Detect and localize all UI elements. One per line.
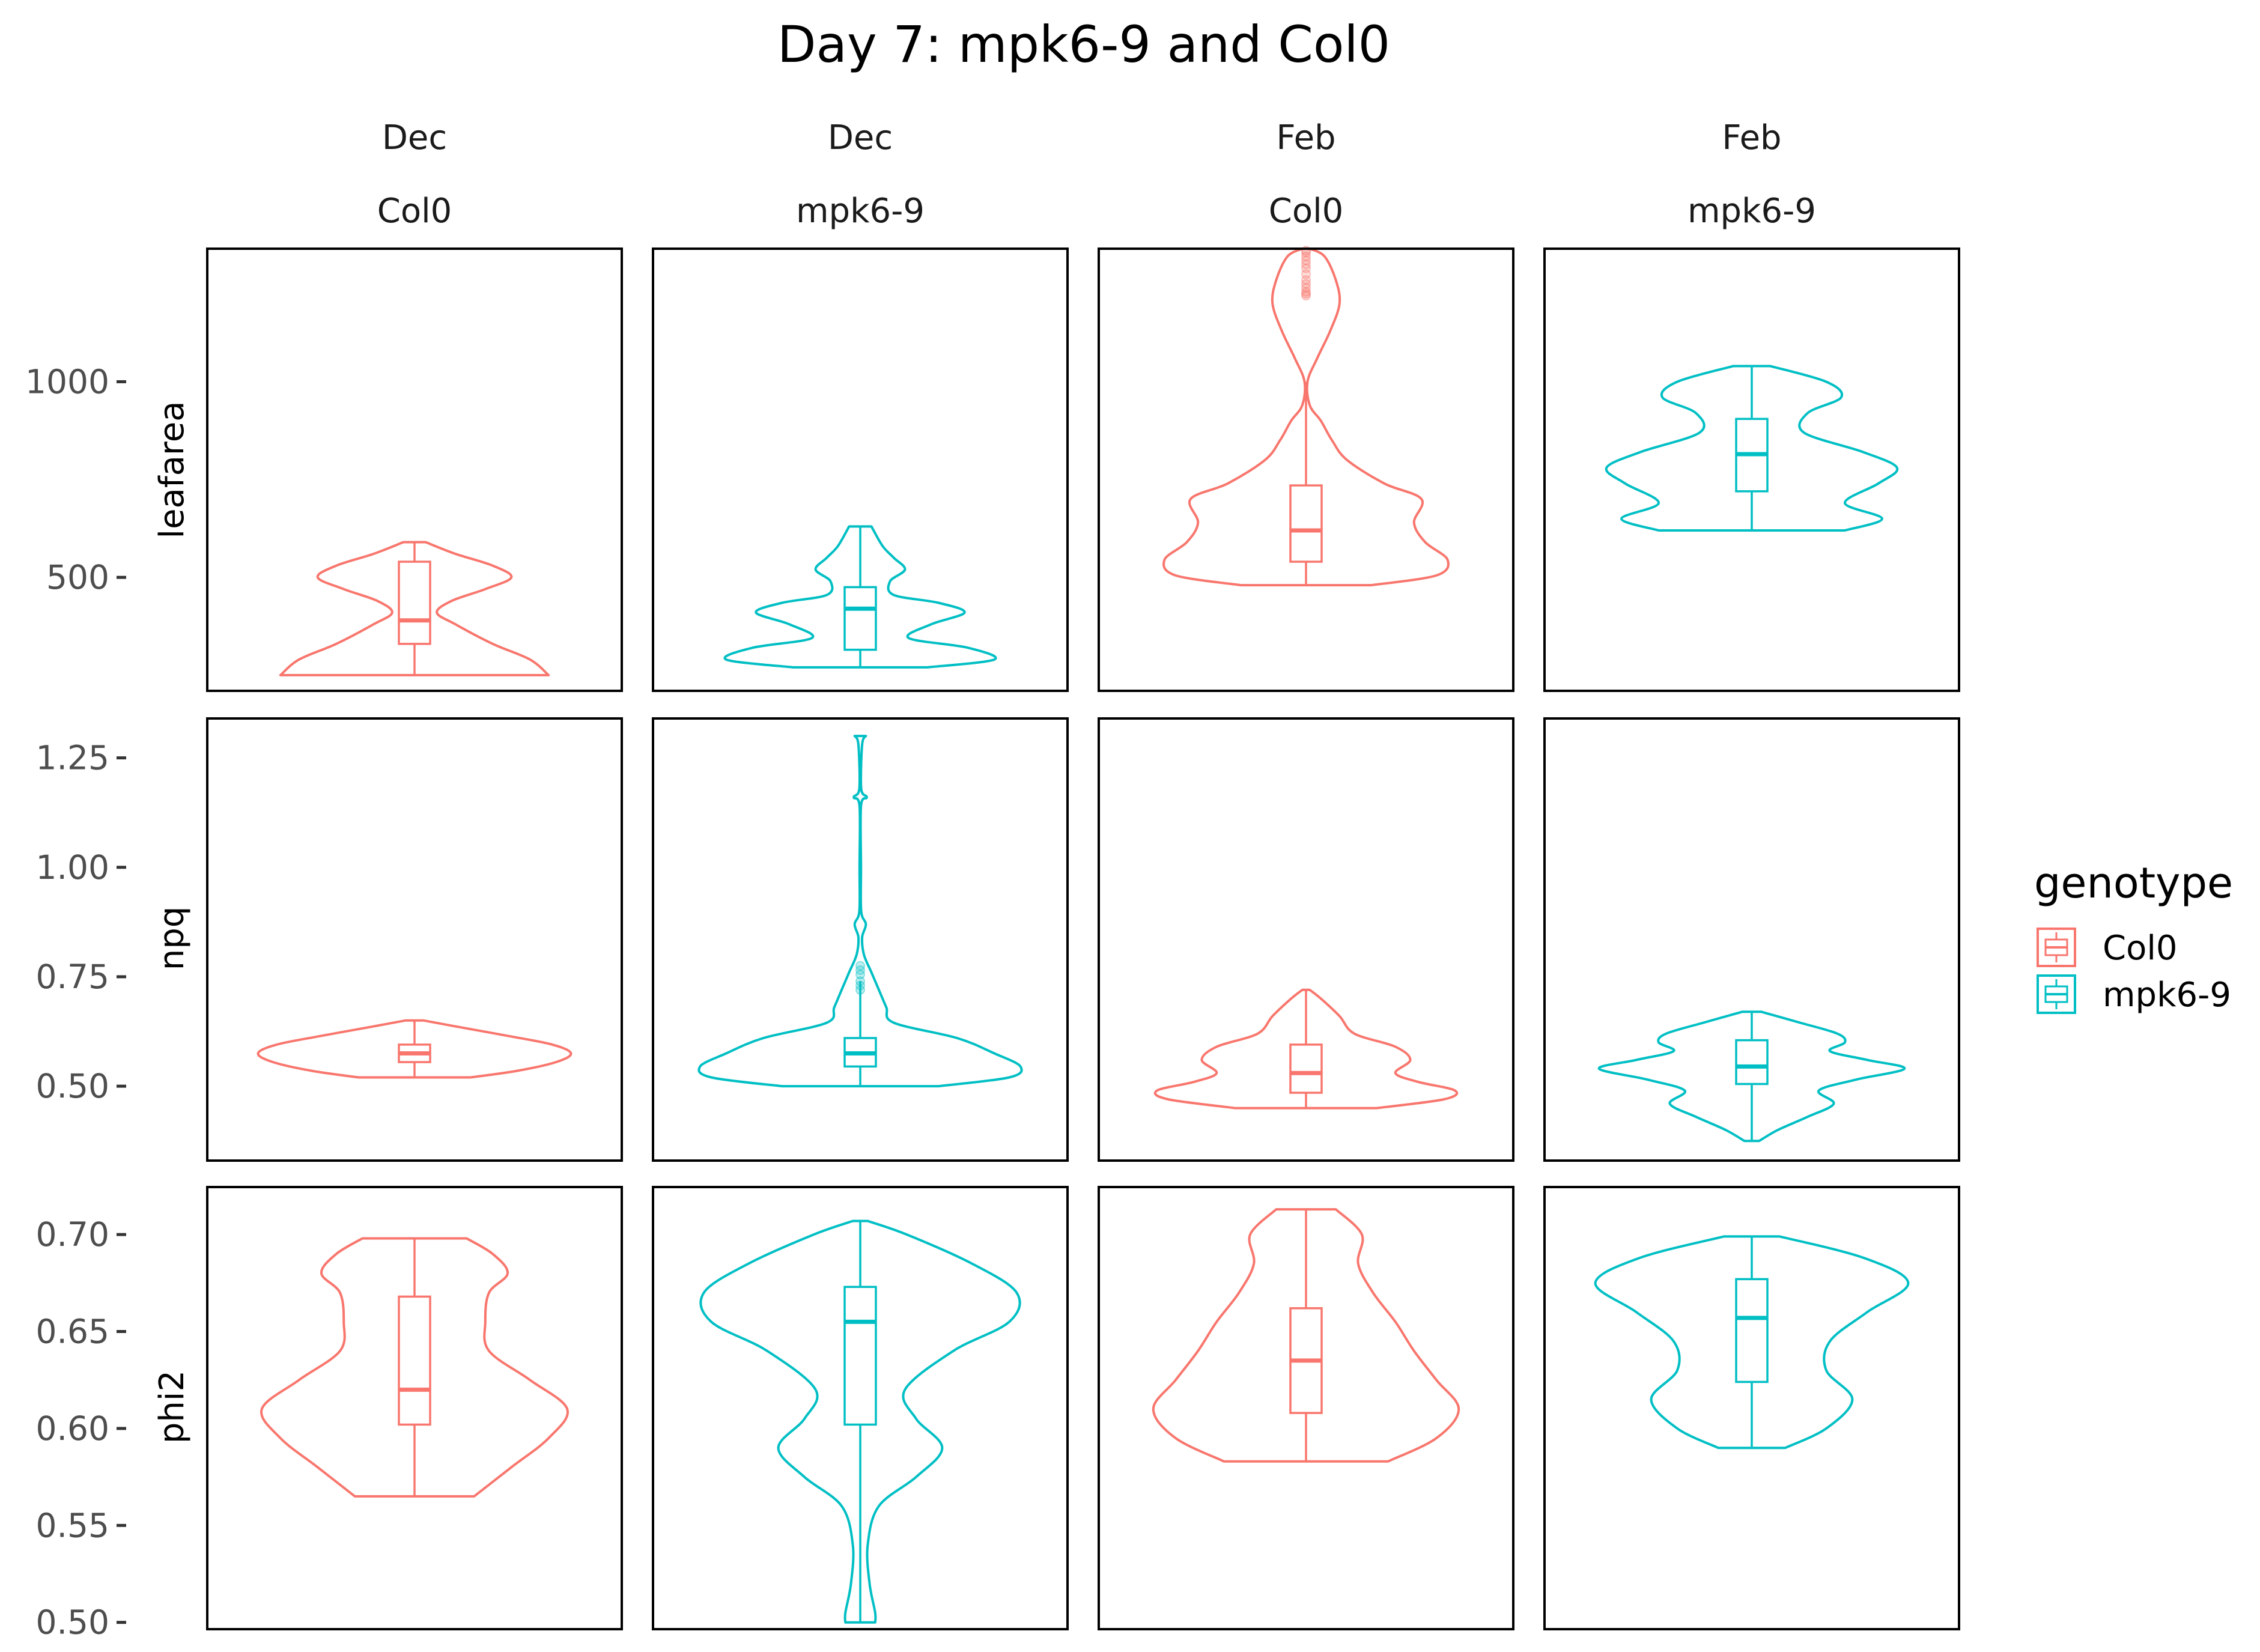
box-iqr bbox=[1735, 1278, 1769, 1383]
outlier-point bbox=[855, 970, 865, 980]
strip-month-label: Dec bbox=[382, 118, 447, 157]
column-strip-labels: Dec Col0 Dec mpk6-9 Feb Col0 Feb mpk6-9 bbox=[377, 118, 1816, 231]
violin-mpk6-9 bbox=[697, 735, 1023, 1088]
y-tick-label: 0.65 bbox=[36, 1312, 109, 1350]
y-axis-title: phi2 bbox=[153, 1370, 192, 1444]
strip-month-label: Feb bbox=[1722, 118, 1781, 157]
strip-genotype-label: mpk6-9 bbox=[1687, 192, 1816, 231]
panel-border bbox=[1098, 717, 1514, 1162]
panel-border bbox=[1098, 1186, 1514, 1630]
strip-month-label: Dec bbox=[828, 118, 893, 157]
panel-border bbox=[1543, 1186, 1960, 1630]
outlier-point bbox=[855, 976, 865, 986]
y-tick-label: 500 bbox=[46, 558, 109, 597]
violin-mpk6-9 bbox=[1597, 1010, 1906, 1143]
violin-Col0 bbox=[1153, 988, 1459, 1110]
outlier-point bbox=[1301, 269, 1311, 279]
outlier-point bbox=[1301, 275, 1311, 285]
legend-label-mpk6-9: mpk6-9 bbox=[2103, 976, 2231, 1015]
y-tick-label: 1.25 bbox=[36, 739, 109, 777]
strip-genotype-label: Col0 bbox=[1269, 192, 1344, 231]
legend-label-col0: Col0 bbox=[2103, 929, 2178, 968]
strip-genotype-label: mpk6-9 bbox=[796, 192, 925, 231]
outlier-point bbox=[1301, 255, 1311, 266]
outlier-point bbox=[1301, 288, 1311, 299]
legend-key-mpk6-9 bbox=[2037, 974, 2076, 1014]
violin-mpk6-9 bbox=[1594, 1235, 1910, 1450]
y-tick-label: 0.60 bbox=[36, 1409, 109, 1448]
legend: genotype Col0 mpk6-9 bbox=[2034, 858, 2233, 1015]
legend-key-box bbox=[2037, 928, 2076, 967]
outlier-point bbox=[1301, 283, 1311, 293]
outlier-point bbox=[1301, 287, 1311, 297]
violin-Col0 bbox=[260, 1237, 569, 1498]
chart-title: Day 7: mpk6-9 and Col0 bbox=[777, 15, 1390, 74]
y-tick-label: 0.70 bbox=[36, 1215, 109, 1254]
outlier-point bbox=[1301, 263, 1311, 273]
y-axis-title: leafarea bbox=[153, 401, 192, 539]
panel-border bbox=[652, 717, 1069, 1162]
panel-border bbox=[652, 1186, 1069, 1630]
y-tick-label: 1.00 bbox=[36, 848, 109, 887]
violin-Col0 bbox=[1152, 1208, 1460, 1463]
violin-mpk6-9 bbox=[1605, 365, 1899, 532]
y-tick-label: 1000 bbox=[25, 362, 109, 401]
y-tick-label: 0.55 bbox=[36, 1506, 109, 1544]
outlier-point bbox=[1301, 260, 1311, 270]
panel-border bbox=[1543, 247, 1960, 692]
box-iqr bbox=[1289, 1043, 1323, 1094]
outlier-point bbox=[1301, 252, 1311, 262]
panel-border bbox=[206, 247, 623, 692]
violin-Col0 bbox=[279, 541, 550, 676]
legend-title: genotype bbox=[2034, 858, 2233, 908]
panel-border bbox=[206, 1186, 623, 1630]
row-axis-titles: leafarea npq phi2 bbox=[153, 401, 192, 1444]
violin-mpk6-9 bbox=[699, 1219, 1021, 1624]
outlier-point bbox=[1301, 279, 1311, 289]
strip-genotype-label: Col0 bbox=[377, 192, 452, 231]
violin-Col0 bbox=[257, 1019, 573, 1079]
strip-month-label: Feb bbox=[1276, 118, 1335, 157]
panel-border bbox=[1543, 717, 1960, 1162]
outlier-point bbox=[855, 965, 865, 976]
legend-key-col0 bbox=[2037, 928, 2076, 967]
panel-border bbox=[652, 247, 1069, 692]
box-iqr bbox=[843, 1286, 877, 1426]
outlier-point bbox=[855, 985, 865, 995]
panel-border bbox=[1098, 247, 1514, 692]
outlier-point bbox=[855, 961, 865, 971]
box-iqr bbox=[1735, 1039, 1769, 1086]
y-tick-label: 0.50 bbox=[36, 1603, 109, 1642]
outlier-point bbox=[855, 980, 865, 991]
y-axis-title: npq bbox=[153, 906, 192, 971]
violin-mpk6-9 bbox=[723, 525, 997, 669]
y-tick-label: 0.50 bbox=[36, 1067, 109, 1105]
box-iqr bbox=[398, 560, 431, 645]
box-iqr bbox=[398, 1295, 431, 1426]
plot-layer: 500 1000 0.50 0.75 1.00 1.25 0.50 0.55 0.60 0.65 0… bbox=[25, 246, 1960, 1642]
y-tick-label: 0.75 bbox=[36, 958, 109, 996]
box-iqr bbox=[843, 586, 877, 651]
box-iqr bbox=[1289, 484, 1323, 563]
panel-border bbox=[206, 717, 623, 1162]
outlier-point bbox=[1301, 291, 1311, 301]
legend-key-box bbox=[2037, 974, 2076, 1014]
